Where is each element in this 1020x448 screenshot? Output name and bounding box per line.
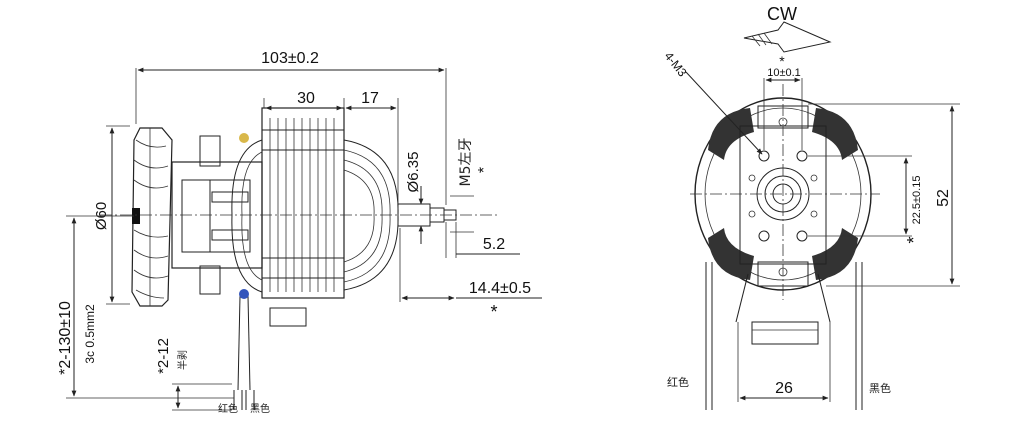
front-view: CW <box>662 4 960 410</box>
dim-shaft-length: 14.4±0.5 * <box>399 228 542 322</box>
base-width-label: 26 <box>775 380 793 397</box>
side-wire-left-label: 红色 <box>218 402 238 415</box>
dim-overall-length: 103±0.2 <box>135 50 447 205</box>
front-wires <box>705 262 863 410</box>
thread-mark: * <box>476 167 493 173</box>
strip-length-label: *2-12 <box>155 338 172 374</box>
overall-length-label: 103±0.2 <box>261 50 319 67</box>
shaft-diameter-label: Ø6.35 <box>405 152 422 193</box>
hole-pitch-x-label: 10±0.1 <box>767 67 801 79</box>
base-connector <box>735 273 831 345</box>
dim-hole-pitch-y: 22.5±0.15 * <box>808 155 924 244</box>
mount-holes-label: 4-M3 <box>662 49 690 79</box>
dim-base-width: 26 <box>737 322 831 402</box>
dim-stack: 30 17 <box>263 90 399 204</box>
front-gap-label: 17 <box>361 90 379 107</box>
dim-shaft: Ø6.35 M5左牙 * <box>405 138 493 244</box>
cw-label: CW <box>767 4 797 24</box>
thread-label: M5左牙 <box>458 138 474 187</box>
front-wire-left-label: 红色 <box>667 375 689 389</box>
motor-shaft <box>100 203 500 227</box>
dim-lead-length: *2-130±10 3c 0.5mm2 <box>57 215 234 399</box>
front-wire-right-label: 黑色 <box>869 381 891 395</box>
shaft-length-mark: * <box>490 302 497 322</box>
stator-stack <box>261 107 345 299</box>
dim-hole-pitch-x: * 10±0.1 <box>763 53 803 150</box>
shaft-length-label: 14.4±0.5 <box>469 280 531 297</box>
stack-width-label: 30 <box>297 90 315 107</box>
dim-strip-length: *2-12 半剥 <box>155 338 232 411</box>
dim-shaft-step: 5.2 <box>445 222 520 258</box>
shaft-step-label: 5.2 <box>483 236 505 253</box>
height-label: 52 <box>935 189 952 207</box>
hole-pitch-y-mark: * <box>904 236 924 243</box>
coil-winding <box>231 139 399 293</box>
strip-note-label: 半剥 <box>176 350 189 370</box>
hole-pitch-y-label: 22.5±0.15 <box>911 176 923 225</box>
side-wire-right-label: 黑色 <box>250 402 270 415</box>
fan-blade <box>131 127 173 307</box>
lead-wires <box>233 133 307 410</box>
side-view: 103±0.2 30 17 Ø60 Ø6.35 M5左牙 * <box>57 50 542 415</box>
dim-height: 52 <box>808 103 960 287</box>
rotation-arrow: CW <box>743 4 832 53</box>
wire-spec-label: 3c 0.5mm2 <box>83 304 97 364</box>
lead-length-label: *2-130±10 <box>57 301 74 375</box>
top-mark: * <box>779 53 785 69</box>
